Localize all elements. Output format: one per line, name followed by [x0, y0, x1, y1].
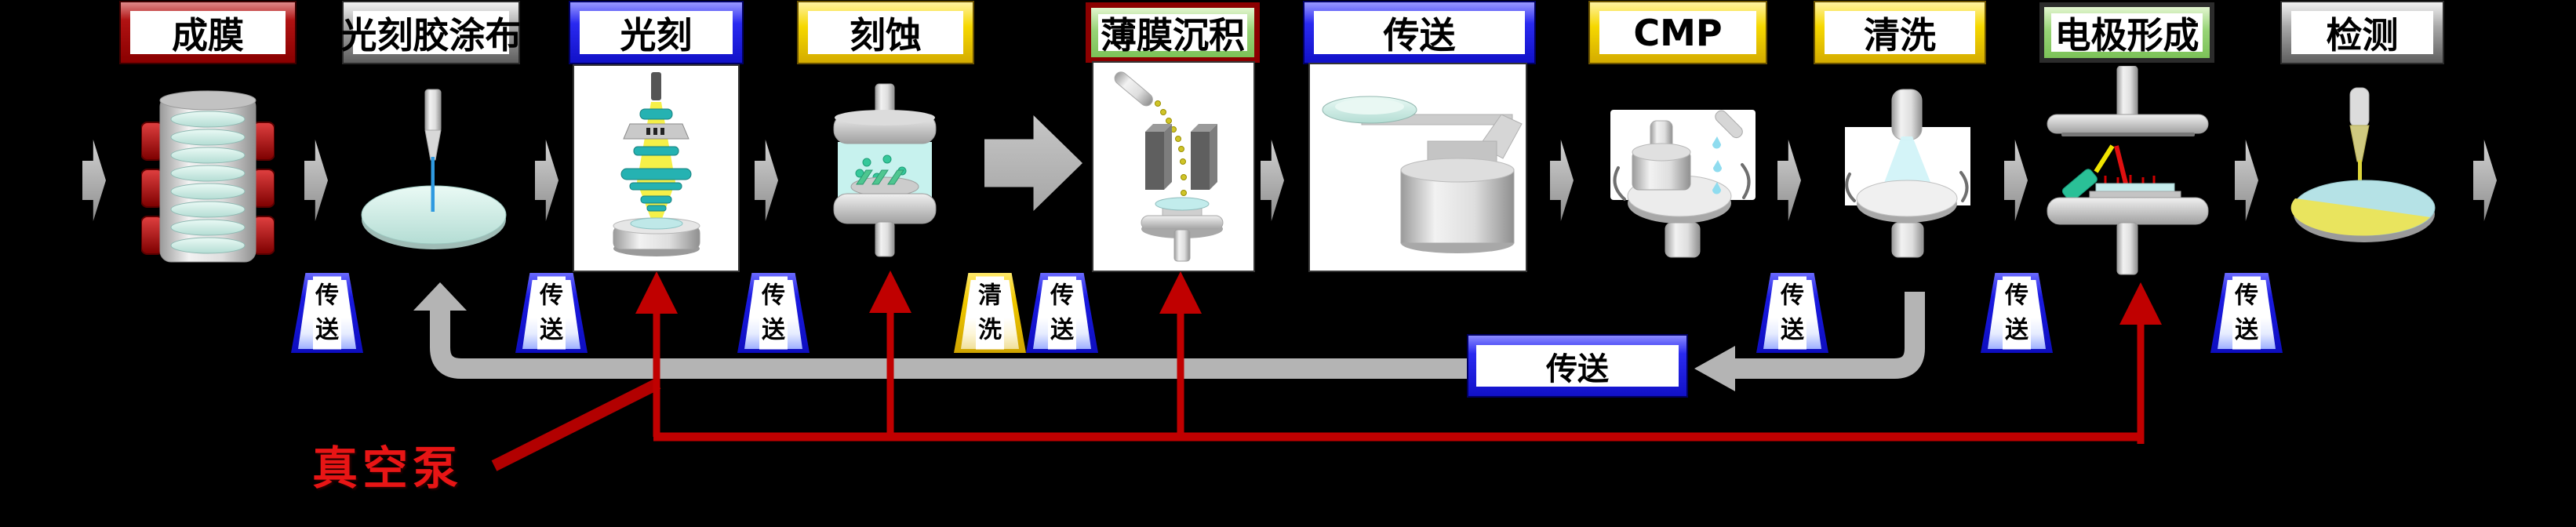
station-label-photoresist-coating: 光刻胶涂布: [341, 2, 522, 63]
station-label-text: 光刻: [580, 11, 733, 56]
station-label-cmp: CMP: [1590, 2, 1766, 63]
pod-label: 传送: [537, 276, 566, 350]
pod-label: 传送: [759, 276, 788, 350]
transfer-pod: 传送: [291, 273, 363, 353]
lithography-machine: [613, 72, 700, 256]
station-label-text: 刻蚀: [808, 11, 963, 56]
thin-film-deposition-machine: [1114, 71, 1224, 262]
vacuum-arrowhead-electrode: [2119, 282, 2162, 325]
pod-label: 传送: [1778, 276, 1806, 350]
electrode-formation-machine: [2047, 66, 2209, 275]
station-label-cleaning: 清洗: [1815, 2, 1985, 63]
vacuum-arrowhead-lithography: [635, 271, 678, 314]
thin-film-deposition-machine-box: [1092, 61, 1255, 272]
vacuum-arrowhead-deposition: [1159, 271, 1202, 314]
station-label-film-formation: 成膜: [121, 2, 295, 63]
station-label-text: 清洗: [1825, 11, 1975, 56]
return-transfer-box: 传送: [1468, 336, 1686, 396]
cleaning-pod: 清洗: [954, 273, 1026, 353]
station-label-text: 检测: [2291, 11, 2433, 56]
transfer-robot-machine: [1322, 96, 1523, 253]
station-label-inspection: 检测: [2282, 2, 2443, 63]
transfer-pod: 传送: [2210, 273, 2283, 353]
station-label-transfer: 传送: [1304, 2, 1534, 63]
pod-label: 传送: [1048, 276, 1076, 350]
station-label-text: 成膜: [130, 11, 286, 56]
transfer-pod: 传送: [1026, 273, 1098, 353]
film-formation-machine: [141, 90, 275, 263]
vacuum-pump-lines: [491, 271, 2162, 471]
inspection-machine: [2290, 87, 2436, 242]
pod-label: 传送: [2232, 276, 2261, 350]
transfer-pod: 传送: [737, 273, 810, 353]
pod-label: 传送: [2003, 276, 2031, 350]
pod-label: 清洗: [976, 276, 1004, 350]
transfer-pod: 传送: [1981, 273, 2053, 353]
cleaning-machine: [1845, 89, 1970, 258]
transfer-pod: 传送: [1756, 273, 1828, 353]
station-label-thin-film-deposition: 薄膜沉积: [1086, 2, 1260, 63]
station-label-text: 电极形成: [2051, 13, 2203, 56]
photoresist-coating-machine: [361, 89, 507, 249]
return-path-arrow: [413, 282, 1925, 391]
station-label-lithography: 光刻: [570, 2, 742, 63]
station-label-electrode-formation: 电极形成: [2039, 2, 2214, 63]
lithography-machine-box: [573, 64, 740, 272]
vacuum-arrowhead-etching: [869, 271, 911, 313]
station-label-text: 薄膜沉积: [1098, 14, 1247, 56]
vacuum-pump-label: 真空泵: [312, 442, 464, 495]
return-transfer-label: 传送: [1476, 345, 1679, 387]
cmp-machine: [1610, 110, 1756, 258]
station-label-text: 光刻胶涂布: [341, 11, 522, 56]
etching-machine: [833, 83, 937, 257]
transfer-robot-box: [1308, 63, 1527, 272]
pod-label: 传送: [313, 276, 341, 350]
station-label-etching: 刻蚀: [799, 2, 973, 63]
station-label-text: 传送: [1314, 11, 1525, 56]
transfer-pod: 传送: [515, 273, 588, 353]
station-label-text: CMP: [1599, 11, 1756, 54]
